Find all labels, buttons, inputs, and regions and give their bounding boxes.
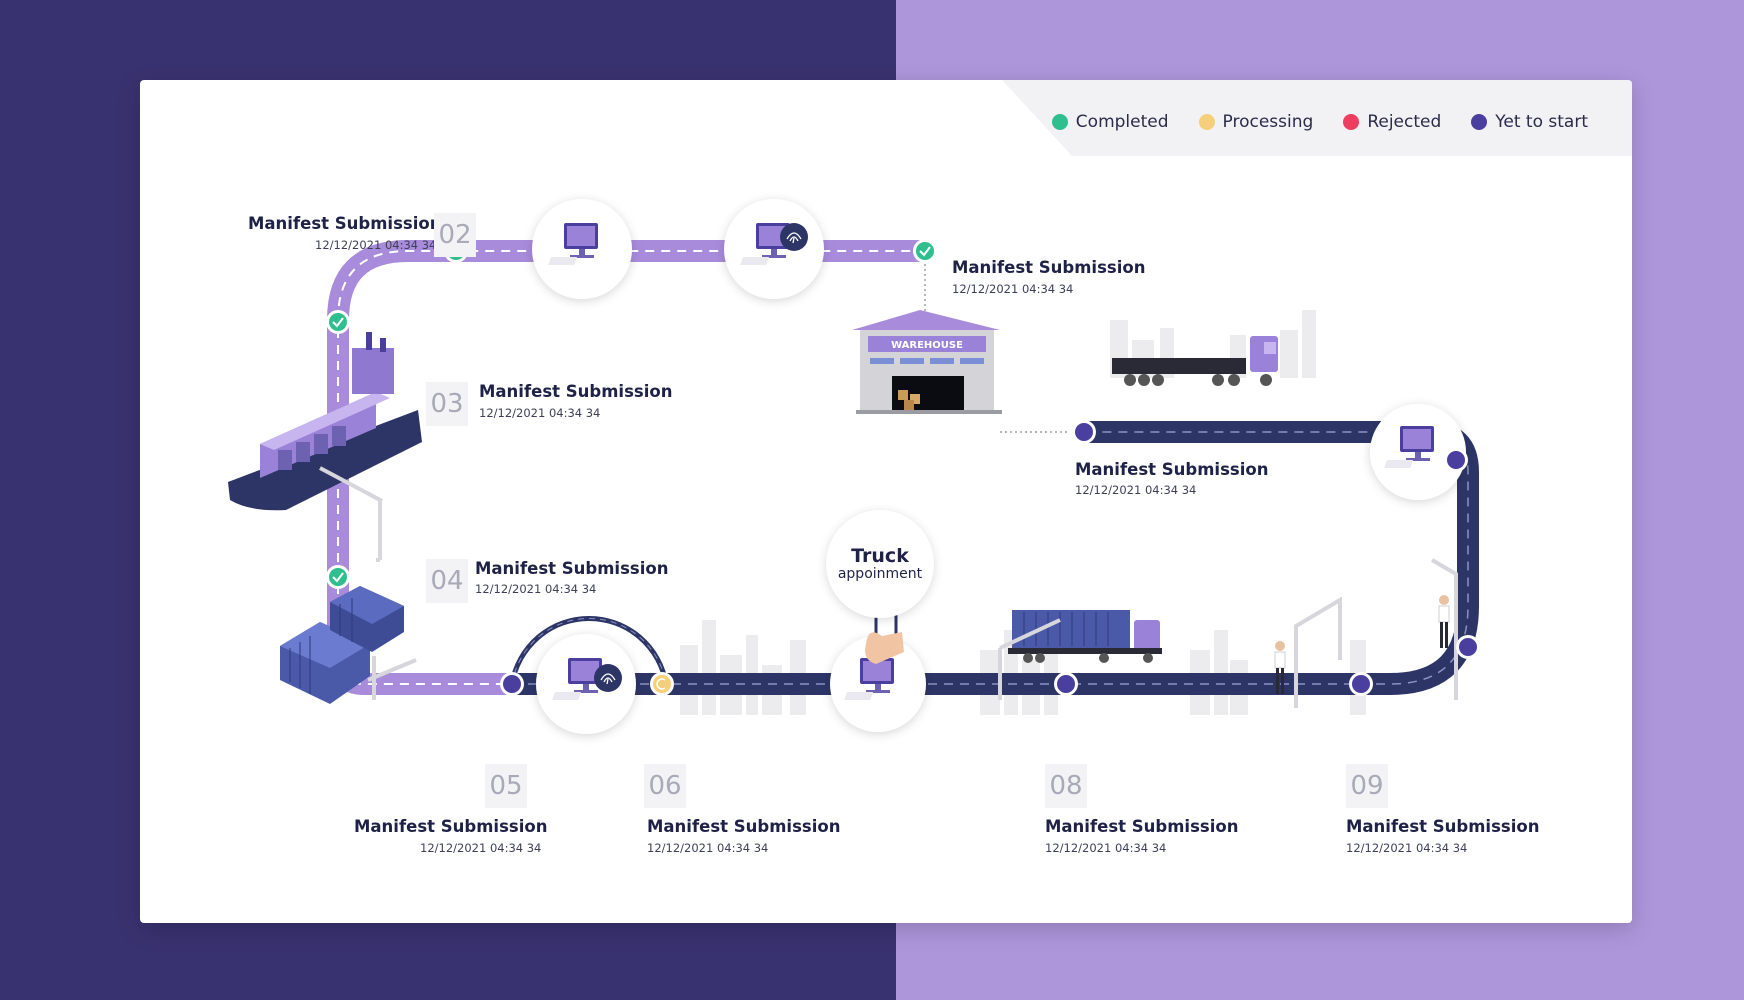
legend-label: Completed <box>1075 112 1169 132</box>
step-09-number: 09 <box>1346 764 1388 808</box>
step-06-title: Manifest Submission <box>647 817 841 836</box>
step-09-time: 12/12/2021 04:34 34 <box>1346 841 1468 855</box>
legend-item-rejected: Rejected <box>1343 112 1441 132</box>
step-04-time: 12/12/2021 04:34 34 <box>475 582 597 596</box>
rejected-dot-icon <box>1343 114 1360 130</box>
container-stack-icon <box>280 586 417 704</box>
legend-item-processing: Processing <box>1198 112 1314 132</box>
worker-icon <box>1274 641 1286 694</box>
status-marker-yet-to-start <box>500 672 524 696</box>
computer-station-1 <box>532 199 632 299</box>
step-06-number: 06 <box>644 764 686 808</box>
crane-icon <box>319 466 383 562</box>
step-05-time: 12/12/2021 04:34 34 <box>420 841 542 855</box>
truck-subtitle: appoinment <box>837 566 923 582</box>
container-truck-icon <box>998 610 1162 700</box>
ship-icon <box>228 332 422 511</box>
step-02-title: Manifest Submission <box>248 214 442 233</box>
computer-station-5 <box>1370 404 1466 500</box>
truck-icon <box>1112 336 1278 386</box>
status-marker-yet-to-start <box>1054 672 1078 696</box>
worker-icon <box>1438 595 1450 648</box>
step-05-number: 05 <box>485 764 527 808</box>
status-marker-yet-to-start <box>1444 448 1468 472</box>
step-05-title: Manifest Submission <box>354 817 548 836</box>
step-warehouse-time: 12/12/2021 04:34 34 <box>952 282 1074 296</box>
step-08-time: 12/12/2021 04:34 34 <box>1045 841 1167 855</box>
status-marker-processing <box>650 672 674 696</box>
processing-dot-icon <box>1198 114 1215 130</box>
warehouse-label: WAREHOUSE <box>891 340 963 351</box>
legend-panel <box>1002 80 1632 156</box>
step-truck-route-time: 12/12/2021 04:34 34 <box>1075 483 1197 497</box>
legend: Completed Processing Rejected Yet to sta… <box>1051 112 1588 132</box>
status-marker-yet-to-start <box>1072 420 1096 444</box>
check-icon <box>332 317 344 328</box>
check-icon <box>332 572 344 583</box>
step-03-number: 03 <box>426 382 468 426</box>
gate-icon <box>1294 558 1458 708</box>
path-pending <box>509 421 1479 695</box>
yet-to-start-dot-icon <box>1471 114 1488 130</box>
check-icon <box>919 246 931 257</box>
step-08-number: 08 <box>1045 764 1087 808</box>
truck-title: Truck <box>851 545 909 567</box>
process-flow-diagram: WAREHOUSE <box>228 199 1480 734</box>
step-09-title: Manifest Submission <box>1346 817 1540 836</box>
step-truck-route-title: Manifest Submission <box>1075 460 1269 479</box>
step-04-number: 04 <box>426 559 468 603</box>
computer-station-4 <box>830 636 926 732</box>
legend-item-completed: Completed <box>1051 112 1169 132</box>
step-02-time: 12/12/2021 04:34 34 <box>315 238 437 252</box>
path-completed <box>327 240 925 695</box>
legend-label: Rejected <box>1367 112 1442 132</box>
status-marker-completed <box>326 565 350 589</box>
status-marker-completed <box>326 310 350 334</box>
warehouse-icon: WAREHOUSE <box>852 310 1002 414</box>
step-warehouse-title: Manifest Submission <box>952 258 1146 277</box>
step-08-title: Manifest Submission <box>1045 817 1239 836</box>
tracking-card: Completed Processing Rejected Yet to sta… <box>140 80 1632 923</box>
status-marker-yet-to-start <box>1456 635 1480 659</box>
status-marker-yet-to-start <box>1349 672 1373 696</box>
legend-label: Yet to start <box>1495 112 1588 132</box>
computer-station-2 <box>724 199 824 299</box>
phone-hand-icon <box>865 610 904 664</box>
status-marker-completed <box>913 239 937 263</box>
completed-dot-icon <box>1051 114 1068 130</box>
step-03-time: 12/12/2021 04:34 34 <box>479 406 601 420</box>
step-04-title: Manifest Submission <box>475 559 669 578</box>
step-02-number: 02 <box>434 213 476 257</box>
legend-label: Processing <box>1222 112 1314 132</box>
truck-appointment-badge: Truck appoinment <box>826 510 934 618</box>
computer-station-3 <box>536 634 636 734</box>
step-06-time: 12/12/2021 04:34 34 <box>647 841 769 855</box>
legend-item-yet-to-start: Yet to start <box>1471 112 1588 132</box>
step-03-title: Manifest Submission <box>479 382 673 401</box>
